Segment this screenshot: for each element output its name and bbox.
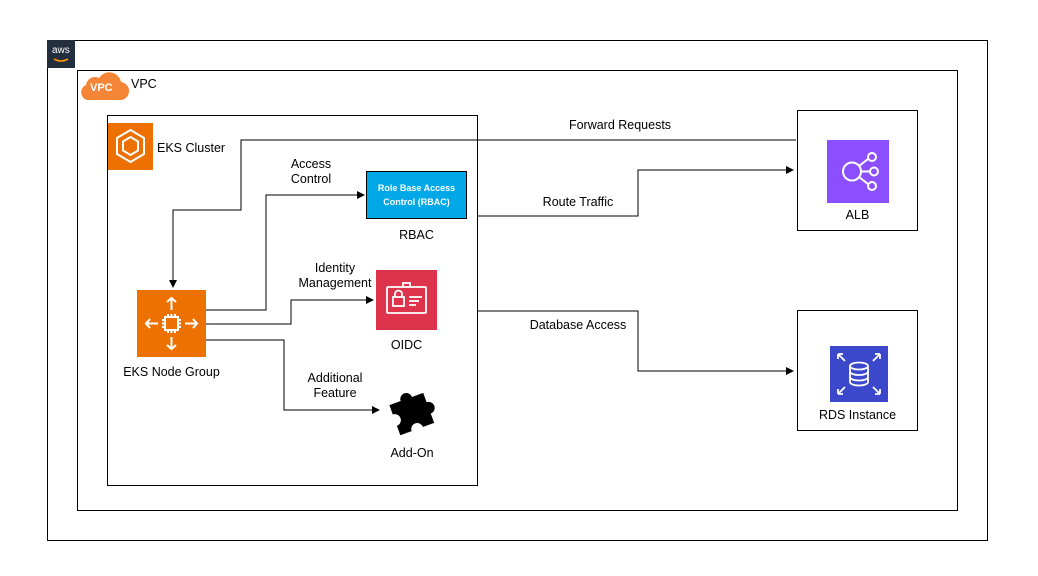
ec2-autoscaling-icon xyxy=(137,290,206,357)
vpc-label: VPC xyxy=(131,77,157,91)
database-icon xyxy=(830,346,888,402)
alb-box xyxy=(797,110,918,231)
rbac-box: Role Base Access Control (RBAC) xyxy=(366,171,467,219)
load-balancer-icon xyxy=(827,140,889,203)
rbac-label: RBAC xyxy=(399,228,434,242)
rds-label: RDS Instance xyxy=(818,408,897,422)
edge-database-access xyxy=(478,310,794,375)
identity-card-icon xyxy=(376,270,437,330)
vpc-badge-text: VPC xyxy=(90,82,113,94)
edge-additional-feature xyxy=(206,339,380,414)
aws-cloud-boundary xyxy=(47,40,988,541)
eks-cluster-label: EKS Cluster xyxy=(157,141,226,155)
edge-route-traffic xyxy=(478,166,794,217)
eks-cluster-boundary xyxy=(107,115,478,486)
alb-label: ALB xyxy=(845,208,870,222)
database-access-label: Database Access xyxy=(529,318,627,332)
oidc-label: OIDC xyxy=(390,338,423,352)
route-traffic-label: Route Traffic xyxy=(542,195,614,209)
aws-logo-text: aws xyxy=(52,45,70,56)
puzzle-piece-icon xyxy=(380,378,442,440)
addon-label: Add-On xyxy=(390,446,434,460)
vpc-boundary xyxy=(77,70,958,511)
edge-identity-management xyxy=(206,296,374,325)
node-group-label: EKS Node Group xyxy=(123,365,220,379)
access-control-label: Access Control xyxy=(278,157,344,187)
edge-forward-requests xyxy=(169,139,796,288)
forward-requests-label: Forward Requests xyxy=(560,118,680,133)
rds-box xyxy=(797,310,918,431)
rbac-box-text: Role Base Access Control (RBAC) xyxy=(377,183,456,207)
eks-icon xyxy=(108,123,153,170)
vpc-cloud-icon: VPC xyxy=(77,70,130,102)
additional-feature-label: Additional Feature xyxy=(296,371,374,401)
aws-logo: aws xyxy=(47,40,75,68)
identity-management-label: Identity Management xyxy=(292,261,378,291)
edge-access-control xyxy=(206,191,365,311)
